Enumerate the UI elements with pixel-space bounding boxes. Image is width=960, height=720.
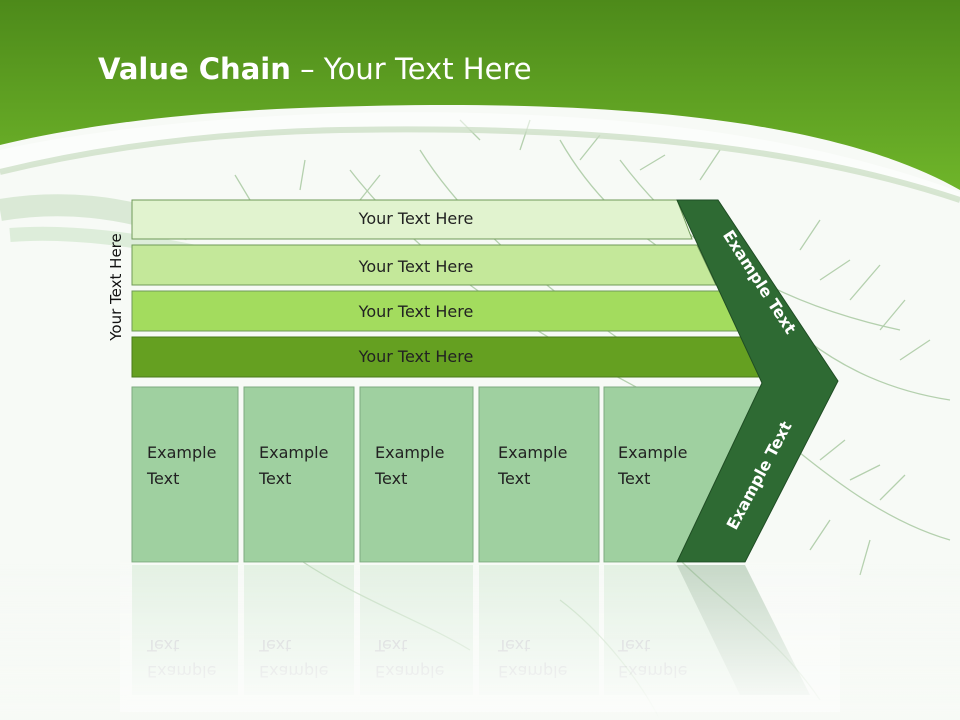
row-2: Your Text Here bbox=[131, 244, 717, 286]
column-3: Example Text bbox=[359, 386, 474, 563]
row-1: Your Text Here bbox=[131, 199, 693, 240]
column-4-line2: Text bbox=[497, 469, 530, 488]
column-4-box bbox=[478, 386, 600, 563]
header-band bbox=[0, 0, 960, 190]
row-3-label: Your Text Here bbox=[358, 302, 474, 321]
column-3-line1: Example bbox=[375, 443, 444, 462]
row-4: Your Text Here bbox=[131, 336, 763, 378]
column-5-line1: Example bbox=[618, 443, 687, 462]
row-4-label: Your Text Here bbox=[358, 347, 474, 366]
column-2: Example Text bbox=[243, 386, 355, 563]
column-5: Example Text bbox=[603, 386, 763, 563]
column-4-line1: Example bbox=[498, 443, 567, 462]
title-rest: – Your Text Here bbox=[290, 52, 532, 86]
column-1-line2: Text bbox=[146, 469, 179, 488]
column-2-line2: Text bbox=[258, 469, 291, 488]
row-1-bar bbox=[131, 199, 693, 240]
column-3-box bbox=[359, 386, 474, 563]
column-1: Example Text bbox=[131, 386, 239, 563]
column-1-line1: Example bbox=[147, 443, 216, 462]
column-2-line1: Example bbox=[259, 443, 328, 462]
diagram-reflection: Example Text Example Text Example Text E… bbox=[120, 562, 840, 712]
page-title: Value Chain – Your Text Here bbox=[98, 52, 532, 86]
column-3-line2: Text bbox=[374, 469, 407, 488]
title-bold: Value Chain bbox=[98, 52, 291, 86]
row-3: Your Text Here bbox=[131, 290, 740, 332]
column-1-box bbox=[131, 386, 239, 563]
column-5-line2: Text bbox=[617, 469, 650, 488]
column-4: Example Text bbox=[478, 386, 600, 563]
row-2-label: Your Text Here bbox=[358, 257, 474, 276]
column-2-box bbox=[243, 386, 355, 563]
row-1-label: Your Text Here bbox=[358, 209, 474, 228]
